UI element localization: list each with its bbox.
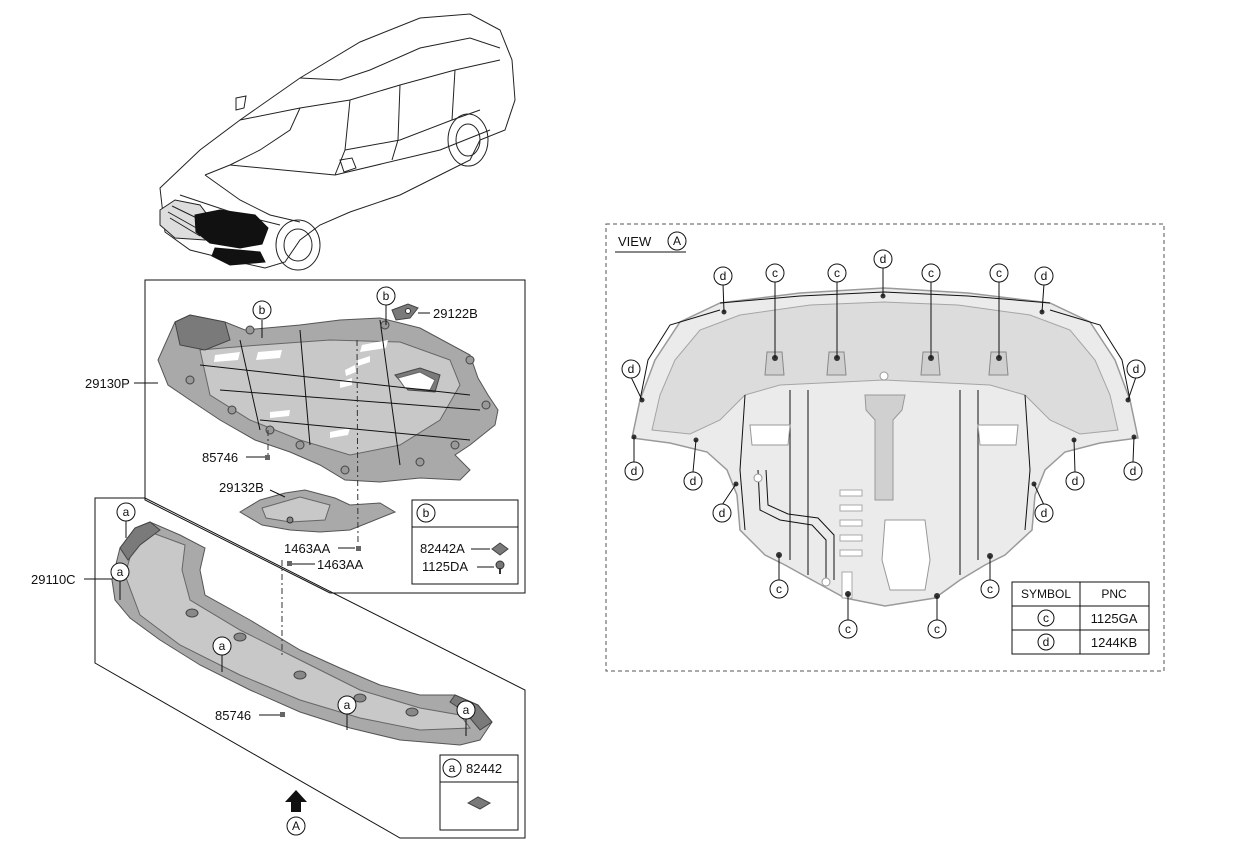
table-header-symbol: SYMBOL: [1021, 587, 1071, 601]
table-row-symbol: c: [1043, 611, 1049, 625]
svg-text:d: d: [1130, 464, 1137, 478]
label-85746-upper: 85746: [202, 450, 238, 465]
label-85746-lower: 85746: [215, 708, 251, 723]
label-29122b: 29122B: [433, 306, 478, 321]
svg-text:c: c: [834, 266, 840, 280]
svg-text:a: a: [463, 703, 470, 717]
table-row-pnc: 1125GA: [1091, 611, 1138, 626]
table-row-symbol: d: [1043, 635, 1050, 649]
svg-text:a: a: [117, 565, 124, 579]
svg-text:d: d: [719, 506, 726, 520]
svg-text:d: d: [1041, 269, 1048, 283]
legend-box-a: a 82442: [439, 754, 519, 831]
label-1463aa-2: 1463AA: [317, 557, 364, 572]
lower-cover-group: a a a a a 29110C 85746 A a: [31, 497, 526, 839]
svg-text:c: c: [928, 266, 934, 280]
svg-text:a: a: [219, 639, 226, 653]
callout-b: b: [383, 289, 390, 303]
part-1125da: 1125DA: [422, 559, 468, 574]
svg-text:c: c: [996, 266, 1002, 280]
svg-text:d: d: [720, 269, 727, 283]
callouts-c: c c c c c c c c: [765, 263, 1009, 639]
view-symbol: A: [673, 234, 681, 248]
label-29132b: 29132B: [219, 480, 264, 495]
legend-box-b: b 82442A 1125DA: [411, 499, 519, 585]
label-29110c: 29110C: [31, 572, 76, 587]
svg-text:c: c: [845, 622, 851, 636]
svg-text:d: d: [690, 474, 697, 488]
callouts-d: d d d d d d d d d d d: [621, 249, 1146, 523]
svg-text:a: a: [449, 761, 456, 775]
view-a-panel: VIEW A: [605, 223, 1165, 672]
view-arrow-icon: [285, 790, 307, 812]
svg-text:d: d: [1041, 506, 1048, 520]
table-header-pnc: PNC: [1101, 587, 1127, 601]
bracket-29122b[interactable]: [391, 303, 419, 321]
svg-text:c: c: [772, 266, 778, 280]
svg-text:a: a: [344, 698, 351, 712]
label-29130p: 29130P: [85, 376, 130, 391]
table-row-pnc: 1244KB: [1091, 635, 1137, 650]
svg-text:c: c: [987, 582, 993, 596]
upper-cover-group: b b 29130P 29122B 85746 29132B 1463AA 14…: [85, 279, 526, 594]
svg-text:c: c: [934, 622, 940, 636]
svg-text:c: c: [776, 582, 782, 596]
svg-text:d: d: [1133, 362, 1140, 376]
part-82442a: 82442A: [420, 541, 465, 556]
svg-text:d: d: [628, 362, 635, 376]
svg-text:d: d: [1072, 474, 1079, 488]
callouts-a: a a a a a: [110, 502, 476, 736]
view-title: VIEW: [618, 234, 652, 249]
vehicle-illustration: [159, 13, 516, 271]
pnc-table: SYMBOL PNC c 1125GA d 1244KB: [1011, 581, 1150, 655]
callout-view-a: A: [292, 819, 300, 833]
label-1463aa-1: 1463AA: [284, 541, 331, 556]
part-82442: 82442: [466, 761, 502, 776]
svg-text:d: d: [631, 464, 638, 478]
callout-b: b: [259, 303, 266, 317]
svg-text:b: b: [423, 506, 430, 520]
svg-text:d: d: [880, 252, 887, 266]
svg-text:a: a: [123, 505, 130, 519]
